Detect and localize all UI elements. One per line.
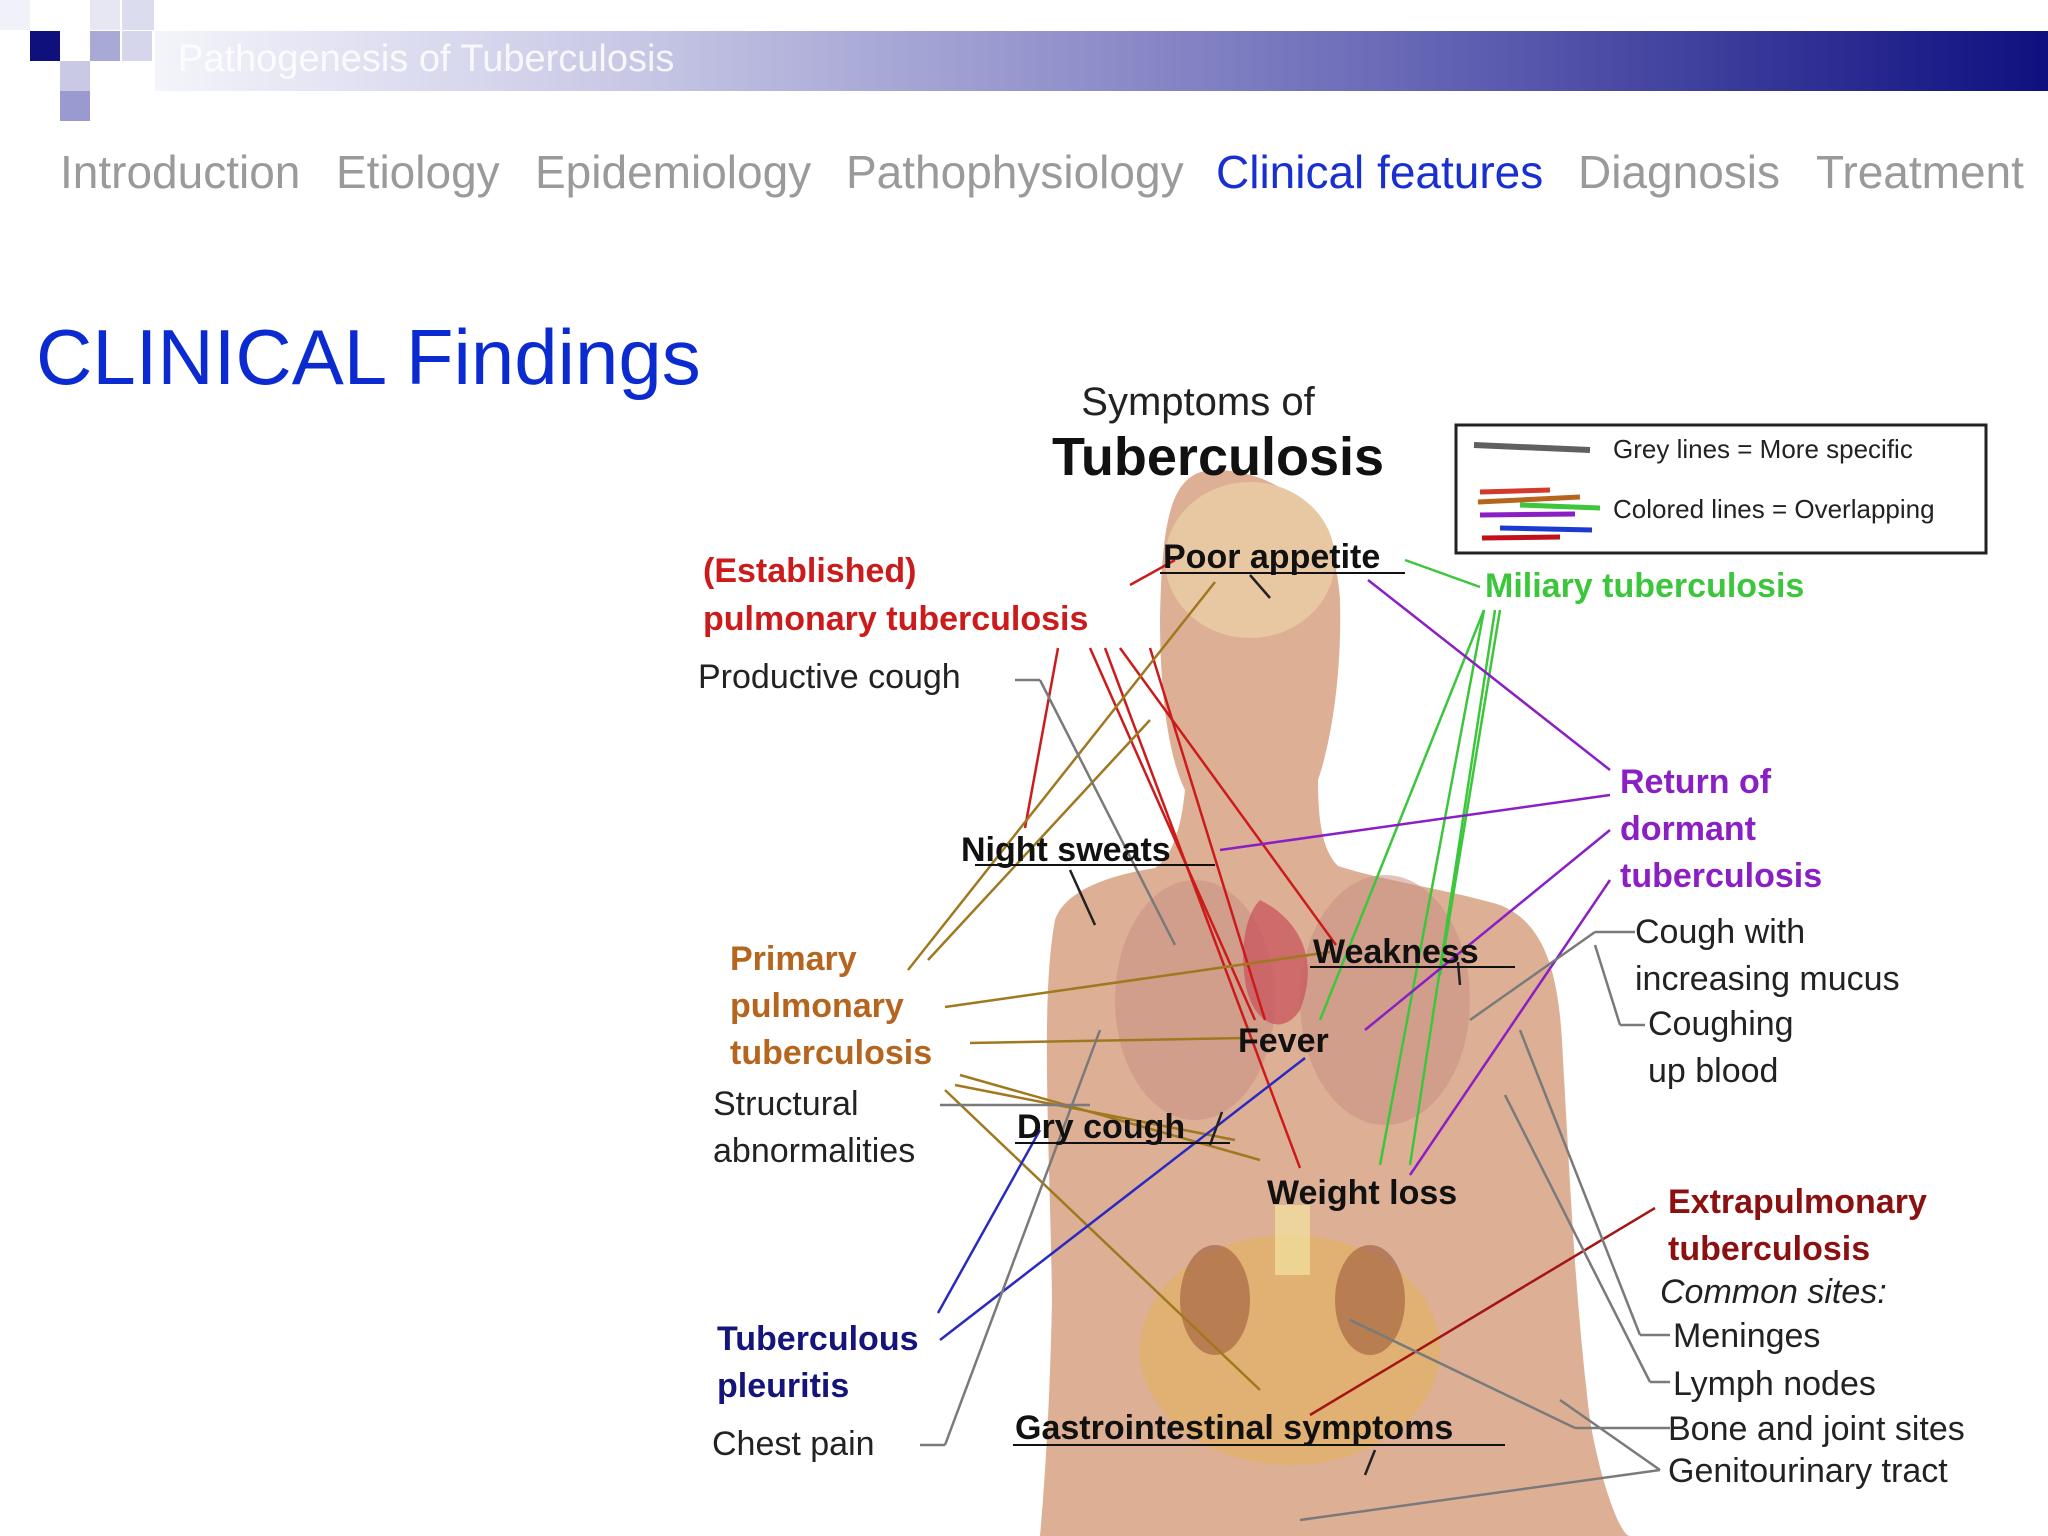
label-blood-line2: up blood bbox=[1648, 1052, 1778, 1090]
label-pleuritis-line2: pleuritis bbox=[717, 1367, 849, 1405]
symptom-underlines bbox=[975, 572, 1515, 1446]
symptom-weakness: Weakness bbox=[1313, 933, 1479, 971]
label-cough-line2: increasing mucus bbox=[1635, 960, 1900, 998]
nav-item-pathophysiology[interactable]: Pathophysiology bbox=[846, 146, 1184, 198]
symptom-night-sweats: Night sweats bbox=[961, 831, 1171, 869]
header-bar bbox=[155, 31, 2048, 91]
return-connectors bbox=[1219, 579, 1612, 1176]
label-return-line3: tuberculosis bbox=[1620, 857, 1822, 895]
label-site-bone-joint: Bone and joint sites bbox=[1668, 1410, 1965, 1448]
label-site-genitourinary: Genitourinary tract bbox=[1668, 1452, 1948, 1490]
figure-heading-small: Symptoms of bbox=[1081, 380, 1315, 424]
label-primary-line1: Primary bbox=[730, 940, 857, 978]
corner-square-decoration bbox=[90, 0, 120, 30]
connector-lines bbox=[907, 558, 1670, 1522]
label-extra-line1: Extrapulmonary bbox=[1668, 1183, 1927, 1221]
extrapulmonary-connectors bbox=[1309, 1206, 1656, 1417]
legend-color-line bbox=[1479, 487, 1551, 495]
legend-color-line bbox=[1481, 534, 1561, 541]
corner-square-decoration bbox=[90, 31, 120, 61]
label-established-line1: (Established) bbox=[703, 552, 916, 590]
corner-square-decoration bbox=[122, 0, 154, 30]
label-structural-line2: abnormalities bbox=[713, 1132, 915, 1170]
tuberculosis-symptoms-diagram: Symptoms of Tuberculosis Grey lines = Mo… bbox=[698, 380, 1988, 1536]
label-primary-line2: pulmonary bbox=[730, 987, 904, 1025]
diagram-legend: Grey lines = More specific Colored lines… bbox=[1454, 423, 1988, 555]
label-established-line2: pulmonary tuberculosis bbox=[703, 600, 1088, 638]
legend-color-line bbox=[1479, 511, 1576, 518]
label-site-lymph-nodes: Lymph nodes bbox=[1673, 1365, 1876, 1403]
symptom-weight-loss: Weight loss bbox=[1267, 1174, 1457, 1212]
legend-color-line bbox=[1477, 494, 1581, 505]
label-blood-line1: Coughing bbox=[1648, 1005, 1794, 1043]
symptom-dry-cough: Dry cough bbox=[1017, 1108, 1185, 1146]
label-cough-line1: Cough with bbox=[1635, 913, 1805, 951]
primary-connectors bbox=[907, 581, 1331, 1391]
legend-color-line bbox=[1519, 502, 1601, 511]
body-silhouette bbox=[1040, 470, 1630, 1536]
corner-square-decoration bbox=[60, 61, 90, 91]
deck-title: Pathogenesis of Tuberculosis bbox=[178, 38, 675, 80]
label-productive-cough: Productive cough bbox=[698, 658, 961, 696]
label-return-line1: Return of bbox=[1620, 763, 1772, 801]
nav-item-treatment[interactable]: Treatment bbox=[1816, 146, 2024, 198]
slide-title: CLINICAL Findings bbox=[36, 313, 701, 401]
label-miliary: Miliary tuberculosis bbox=[1485, 567, 1804, 605]
label-pleuritis-line1: Tuberculous bbox=[717, 1320, 919, 1358]
miliary-connectors bbox=[1318, 558, 1502, 1166]
symptom-fever: Fever bbox=[1238, 1022, 1329, 1060]
nav-item-clinical-features[interactable]: Clinical features bbox=[1216, 146, 1544, 198]
label-extra-line2: tuberculosis bbox=[1668, 1230, 1870, 1268]
specific-connectors bbox=[920, 678, 1670, 1522]
section-nav: Introduction Etiology Epidemiology Patho… bbox=[0, 145, 2048, 205]
label-chest-pain: Chest pain bbox=[712, 1425, 875, 1463]
nav-item-epidemiology[interactable]: Epidemiology bbox=[535, 146, 812, 198]
corner-square-decoration bbox=[30, 31, 60, 61]
nav-item-diagnosis[interactable]: Diagnosis bbox=[1578, 146, 1780, 198]
symptom-poor-appetite: Poor appetite bbox=[1163, 538, 1380, 576]
label-return-line2: dormant bbox=[1620, 810, 1756, 848]
symptom-pointers bbox=[1068, 574, 1462, 1476]
symptom-gastrointestinal: Gastrointestinal symptoms bbox=[1015, 1409, 1453, 1447]
label-site-meninges: Meninges bbox=[1673, 1317, 1820, 1355]
corner-square-decoration bbox=[122, 31, 152, 61]
nav-item-introduction[interactable]: Introduction bbox=[60, 146, 301, 198]
label-common-sites: Common sites: bbox=[1660, 1273, 1887, 1311]
corner-square-decoration bbox=[0, 0, 30, 30]
label-primary-line3: tuberculosis bbox=[730, 1034, 932, 1072]
legend-colored-text: Colored lines = Overlapping bbox=[1613, 494, 1935, 524]
nav-item-etiology[interactable]: Etiology bbox=[336, 146, 500, 198]
legend-color-line bbox=[1499, 525, 1593, 533]
corner-square-decoration bbox=[60, 91, 90, 121]
legend-grey-text: Grey lines = More specific bbox=[1613, 434, 1913, 464]
label-structural-line1: Structural bbox=[713, 1085, 859, 1123]
figure-heading-large: Tuberculosis bbox=[1052, 427, 1384, 487]
